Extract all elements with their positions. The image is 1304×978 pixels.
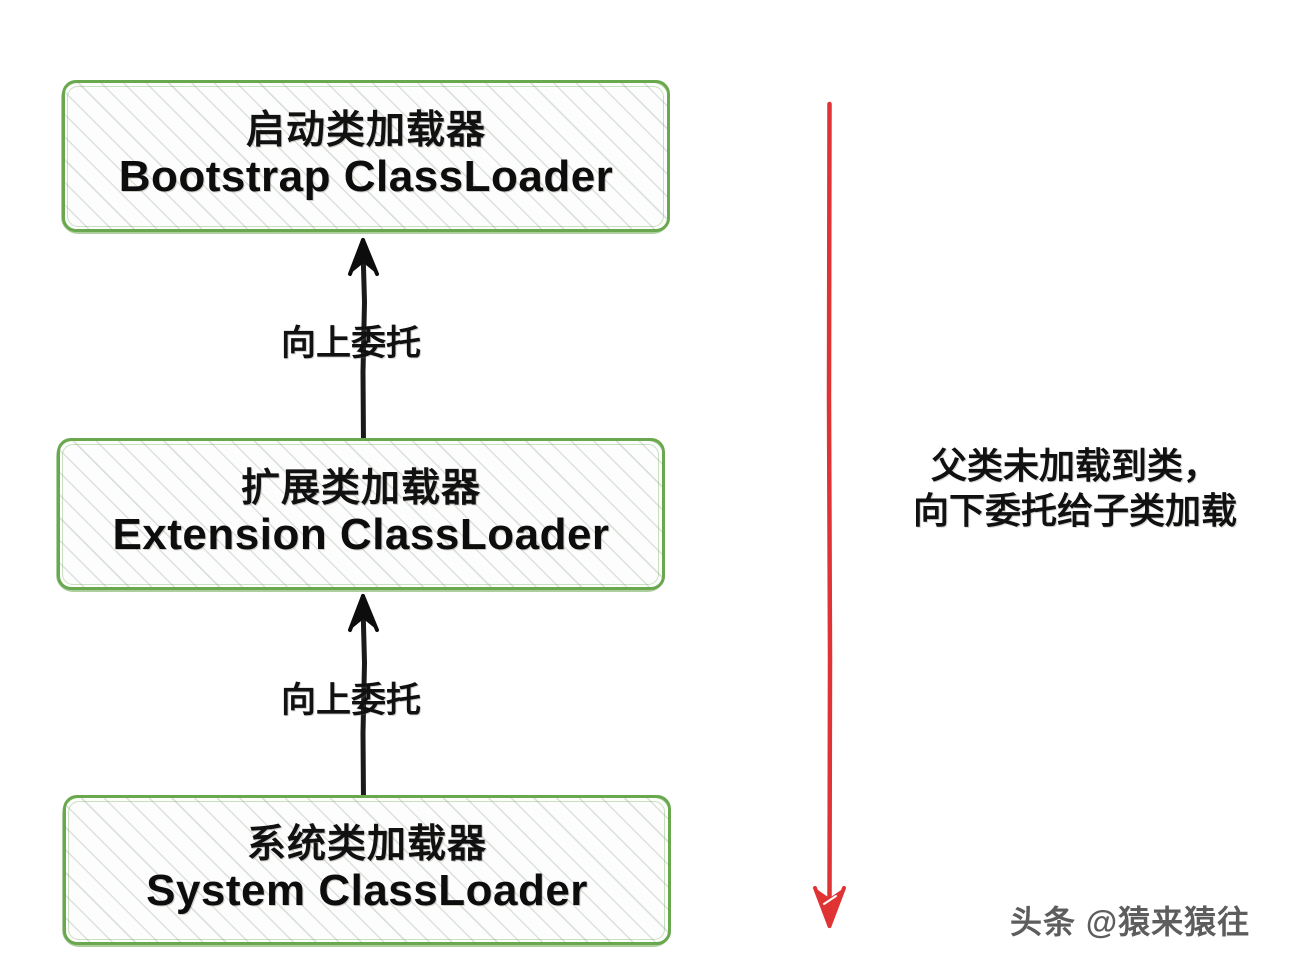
delegate-up-arrow-2-label: 向上委托 xyxy=(281,681,422,720)
delegate-up-arrow-1-label: 向上委托 xyxy=(281,324,422,363)
downward-delegation-note: 父类未加载到类， 向下委托给子类加载 xyxy=(880,443,1270,533)
downward-delegation-note-line1: 父类未加载到类， xyxy=(930,445,1219,486)
classloader-box-extension[interactable]: 扩展类加载器 Extension ClassLoader xyxy=(56,438,665,592)
watermark-text: 头条 @猿来猿往 xyxy=(1010,904,1251,940)
downward-delegation-note-line2: 向下委托给子类加载 xyxy=(912,490,1237,531)
classloader-box-bootstrap-cn-label: 启动类加载器 xyxy=(245,109,486,153)
classloader-box-extension-cn-label: 扩展类加载器 xyxy=(240,467,481,511)
classloader-box-system[interactable]: 系统类加载器 System ClassLoader xyxy=(62,795,671,947)
downward-delegation-red-arrow xyxy=(813,101,846,928)
delegate-up-arrow-1 xyxy=(348,238,379,447)
classloader-box-bootstrap-en-label: Bootstrap ClassLoader xyxy=(118,152,614,202)
classloader-box-extension-en-label: Extension ClassLoader xyxy=(112,510,610,560)
classloader-box-system-cn-label: 系统类加载器 xyxy=(246,823,487,867)
delegate-up-arrow-2 xyxy=(348,594,379,803)
classloader-box-system-en-label: System ClassLoader xyxy=(146,866,588,916)
classloader-box-bootstrap[interactable]: 启动类加载器 Bootstrap ClassLoader xyxy=(61,80,670,234)
